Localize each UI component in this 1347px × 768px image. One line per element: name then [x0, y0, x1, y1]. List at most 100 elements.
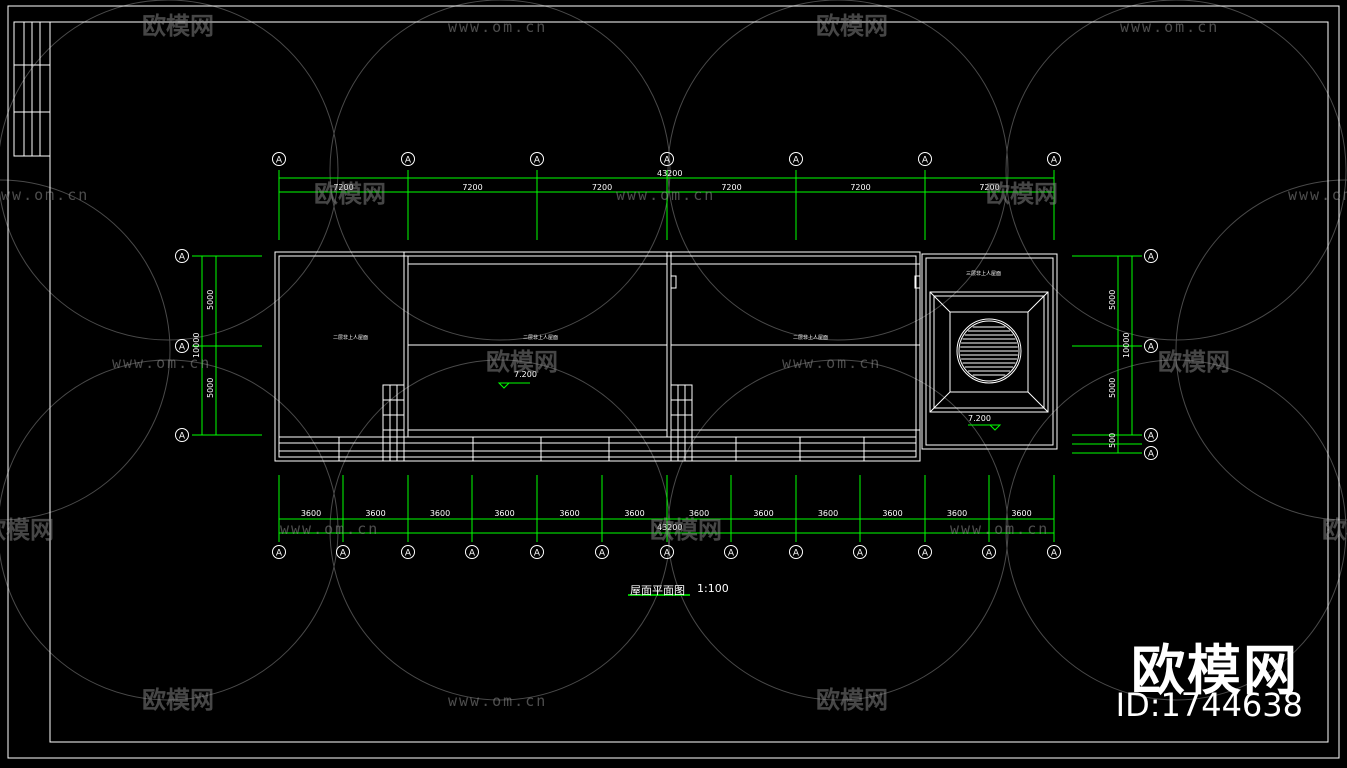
axis-bubble-right-2: A [1144, 339, 1158, 353]
bottom-dim-1: 3600 [301, 509, 321, 518]
room-label-4: 三层非上人屋面 [966, 270, 1001, 277]
top-dim-2: 7200 [462, 183, 482, 192]
axis-bubble-top-6: A [918, 152, 932, 166]
elevation-label-2: 7.200 [968, 414, 991, 423]
svg-text:A: A [179, 252, 186, 262]
watermark-url-3: www.om.cn [0, 186, 89, 204]
svg-text:A: A [599, 548, 606, 558]
axis-bubble-top-7: A [1047, 152, 1061, 166]
room-label-1: 二层非上人屋面 [333, 334, 368, 341]
axis-bubble-bottom-13: A [1047, 545, 1061, 559]
overall-width-top: 43200 [657, 169, 682, 178]
axis-bubble-bottom-12: A [982, 545, 996, 559]
watermark-brand-8: 欧模网 [650, 516, 722, 544]
svg-text:A: A [179, 431, 186, 441]
asset-id: ID:1744638 [1115, 686, 1303, 724]
left-dim-overall: 10000 [192, 333, 201, 358]
room-label-3: 二层非上人屋面 [793, 334, 828, 341]
watermark-url-7: www.om.cn [782, 354, 881, 372]
right-dim-2: 5000 [1108, 378, 1117, 398]
drawing-title: 屋面平面图 [630, 584, 685, 597]
axis-bubble-bottom-11: A [918, 545, 932, 559]
watermark-brand-4: 欧模网 [986, 180, 1058, 208]
watermark-url-5: www.om.cn [1288, 186, 1347, 204]
axis-bubble-right-3: A [1144, 428, 1158, 442]
watermark-url-9: www.om.cn [950, 520, 1049, 538]
left-dim-2: 5000 [206, 378, 215, 398]
bottom-dim-7: 3600 [689, 509, 709, 518]
svg-text:A: A [1148, 252, 1155, 262]
watermark-brand-6: 欧模网 [1158, 348, 1230, 376]
axis-bubble-left-1: A [175, 249, 189, 263]
axis-bubble-bottom-1: A [272, 545, 286, 559]
svg-text:A: A [922, 155, 929, 165]
svg-text:A: A [1148, 342, 1155, 352]
elevation-label-1: 7.200 [514, 370, 537, 379]
top-dim-6: 7200 [979, 183, 999, 192]
axis-bubble-right-1: A [1144, 249, 1158, 263]
bottom-dim-3: 3600 [430, 509, 450, 518]
svg-text:A: A [405, 548, 412, 558]
svg-text:A: A [1051, 155, 1058, 165]
bottom-dim-8: 3600 [753, 509, 773, 518]
overall-width-bottom: 43200 [657, 523, 682, 532]
axis-bubble-left-2: A [175, 339, 189, 353]
svg-text:A: A [1148, 449, 1155, 459]
axis-bubble-left-3: A [175, 428, 189, 442]
drawing-scale: 1:100 [697, 582, 729, 595]
axis-bubble-top-5: A [789, 152, 803, 166]
svg-text:A: A [986, 548, 993, 558]
sheet-inner-border [49, 21, 1329, 743]
bottom-dim-6: 3600 [624, 509, 644, 518]
watermark-url-4: www.om.cn [616, 186, 715, 204]
bottom-dim-10: 3600 [882, 509, 902, 518]
svg-text:A: A [728, 548, 735, 558]
watermark-brand-3: 欧模网 [314, 180, 386, 208]
right-dim-1: 5000 [1108, 290, 1117, 310]
axis-bubble-bottom-7: A [660, 545, 674, 559]
svg-text:A: A [276, 548, 283, 558]
left-dim-1: 5000 [206, 290, 215, 310]
axis-bubble-bottom-9: A [789, 545, 803, 559]
axis-bubble-bottom-2: A [336, 545, 350, 559]
watermark-url-1: www.om.cn [448, 18, 547, 36]
svg-text:A: A [405, 155, 412, 165]
axis-bubble-top-2: A [401, 152, 415, 166]
binding-strip [13, 21, 51, 157]
svg-text:A: A [857, 548, 864, 558]
svg-text:A: A [1148, 431, 1155, 441]
svg-text:A: A [469, 548, 476, 558]
watermark-brand-7: 欧模网 [0, 516, 54, 544]
top-dim-5: 7200 [850, 183, 870, 192]
axis-bubble-bottom-5: A [530, 545, 544, 559]
building-plan [274, 251, 1058, 462]
watermark-brand-9: 欧模网 [142, 686, 214, 714]
svg-text:A: A [793, 548, 800, 558]
watermark-circles [0, 0, 1347, 701]
room-label-2: 二层非上人屋面 [523, 334, 558, 341]
axis-bubble-bottom-6: A [595, 545, 609, 559]
svg-text:A: A [534, 155, 541, 165]
watermark-brand-10: 欧模网 [816, 686, 888, 714]
watermark-url-10: www.om.cn [448, 692, 547, 710]
right-dim-overall: 10000 [1122, 333, 1131, 358]
dimension-lines [192, 170, 1142, 542]
axis-bubble-top-1: A [272, 152, 286, 166]
axis-bubble-bottom-8: A [724, 545, 738, 559]
bottom-dim-2: 3600 [365, 509, 385, 518]
svg-text:A: A [534, 548, 541, 558]
svg-text:A: A [276, 155, 283, 165]
bottom-dim-9: 3600 [818, 509, 838, 518]
top-dim-4: 7200 [721, 183, 741, 192]
watermark-url-6: www.om.cn [112, 354, 211, 372]
svg-text:A: A [793, 155, 800, 165]
watermark-url-2: www.om.cn [1120, 18, 1219, 36]
bottom-dim-12: 3600 [1011, 509, 1031, 518]
bottom-dim-4: 3600 [494, 509, 514, 518]
svg-text:A: A [664, 155, 671, 165]
axis-bubble-bottom-4: A [465, 545, 479, 559]
axis-bubble-right-4: A [1144, 446, 1158, 460]
top-dim-1: 7200 [333, 183, 353, 192]
watermarks: www.om.cn www.om.cn www.om.cn www.om.cn www.… [0, 12, 1347, 714]
svg-text:A: A [664, 548, 671, 558]
